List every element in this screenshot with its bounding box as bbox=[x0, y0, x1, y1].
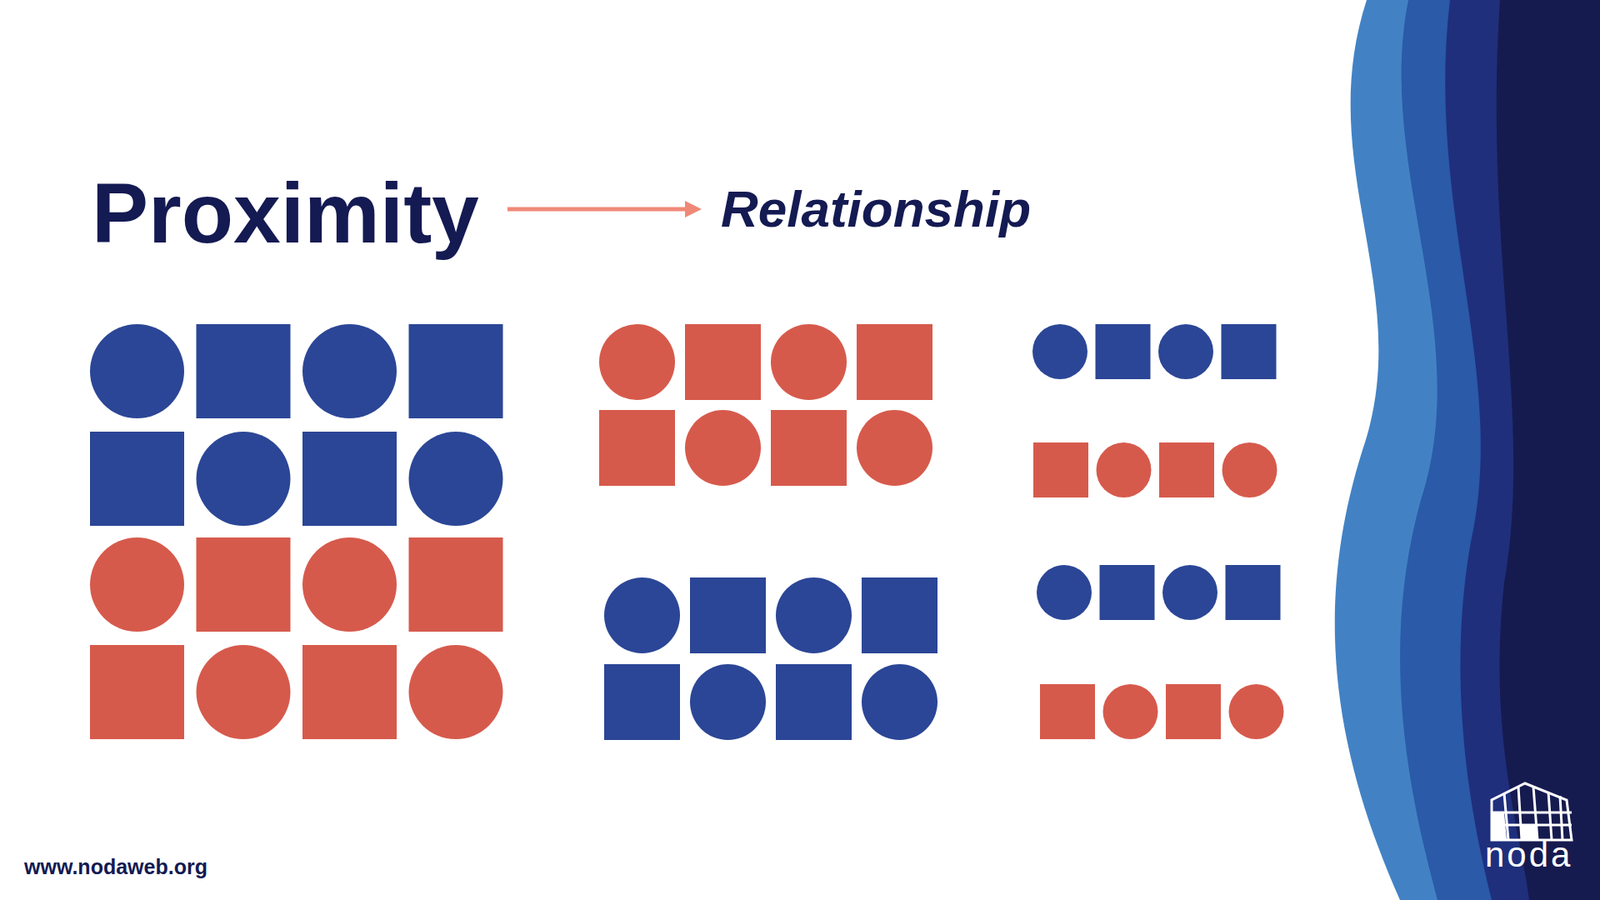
square-shape bbox=[1159, 442, 1215, 498]
circle-shape bbox=[690, 664, 766, 740]
circle-shape bbox=[1229, 684, 1285, 740]
square-shape bbox=[1165, 684, 1221, 740]
square-shape bbox=[599, 410, 675, 486]
circle-shape bbox=[90, 537, 185, 632]
circle-shape bbox=[302, 537, 397, 632]
subtitle: Relationship bbox=[720, 183, 1031, 235]
circle-shape bbox=[302, 324, 397, 419]
square-shape bbox=[770, 410, 847, 486]
square-shape bbox=[90, 431, 185, 526]
circle-shape bbox=[770, 324, 847, 400]
wave-layer bbox=[1496, 0, 1600, 900]
square-shape bbox=[690, 577, 766, 654]
square-shape bbox=[1033, 442, 1089, 498]
square-shape bbox=[302, 431, 397, 526]
square-shape bbox=[856, 324, 933, 400]
circle-shape bbox=[1162, 565, 1218, 620]
circle-shape bbox=[409, 431, 504, 526]
circle-shape bbox=[1222, 442, 1278, 498]
circle-shape bbox=[409, 645, 504, 740]
square-shape bbox=[196, 324, 291, 419]
logo-icon bbox=[1491, 783, 1572, 840]
circle-shape bbox=[196, 431, 291, 526]
circle-shape bbox=[685, 410, 761, 486]
square-shape bbox=[775, 664, 852, 740]
circle-shape bbox=[775, 577, 852, 654]
circle-shape bbox=[90, 324, 185, 419]
circle-shape bbox=[1158, 324, 1214, 380]
pointer-arrow bbox=[507, 207, 694, 212]
square-shape bbox=[409, 324, 504, 419]
square-shape bbox=[1040, 684, 1095, 740]
square-shape bbox=[1100, 565, 1155, 620]
circle-shape bbox=[856, 410, 933, 486]
circle-shape bbox=[1032, 324, 1088, 380]
square-shape bbox=[409, 537, 504, 632]
square-shape bbox=[1221, 324, 1277, 380]
circle-shape bbox=[1103, 684, 1159, 740]
square-shape bbox=[302, 645, 397, 740]
wave-layer bbox=[1400, 0, 1600, 900]
wave-layer bbox=[1335, 0, 1600, 900]
logo-wordmark: noda bbox=[1485, 837, 1573, 873]
square-shape bbox=[196, 537, 291, 632]
logo-grid bbox=[1491, 786, 1572, 840]
circle-shape bbox=[1036, 565, 1092, 620]
logo-fill bbox=[1491, 812, 1538, 840]
circle-shape bbox=[861, 664, 938, 740]
circle-shape bbox=[599, 324, 675, 400]
square-shape bbox=[685, 324, 761, 400]
wave-layer bbox=[1445, 0, 1600, 900]
square-shape bbox=[90, 645, 185, 740]
circle-shape bbox=[604, 577, 680, 654]
shape-groups bbox=[90, 324, 1285, 740]
logo-outline bbox=[1491, 783, 1572, 840]
circle-shape bbox=[1096, 442, 1152, 498]
wave-panel bbox=[1335, 0, 1600, 900]
square-shape bbox=[1225, 565, 1281, 620]
website-url: www.nodaweb.org bbox=[24, 856, 208, 878]
square-shape bbox=[1095, 324, 1151, 380]
square-shape bbox=[861, 577, 938, 654]
circle-shape bbox=[196, 645, 291, 740]
square-shape bbox=[604, 664, 680, 740]
slide-title: Proximity bbox=[91, 170, 480, 256]
